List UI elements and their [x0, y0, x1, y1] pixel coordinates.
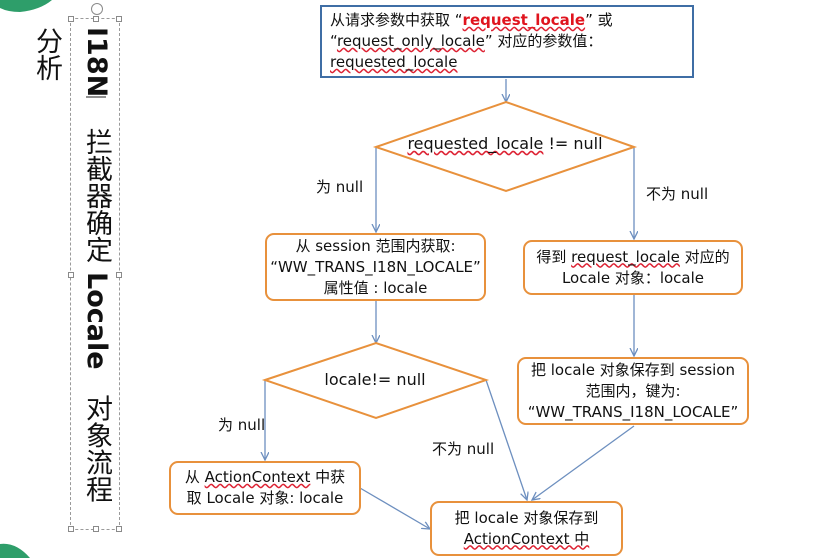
rotate-handle[interactable] [91, 3, 103, 15]
start-box: 从请求参数中获取 “request_locale” 或 “request_onl… [320, 5, 694, 78]
label-not-null-2: 不为 null [432, 440, 495, 458]
get-locale-box: 得到 request_locale 对应的 Locale 对象：locale [523, 240, 743, 295]
label-is-null-1: 为 null [316, 178, 364, 196]
title-separator [86, 96, 106, 98]
param-request-locale: request_locale [462, 11, 586, 29]
decision2-text: locale!= null [324, 370, 426, 389]
arrow-action-to-final [359, 487, 430, 529]
corner-decoration-top [0, 0, 52, 12]
title-part1: 拦截器确定 [81, 128, 112, 264]
action-context-lookup-box: 从 ActionContext 中获 取 Locale 对象: locale [169, 461, 361, 515]
title-i18n: I18N [81, 27, 112, 98]
title-locale: Locale [81, 272, 112, 370]
resize-handle[interactable] [68, 16, 74, 22]
resize-handle[interactable] [116, 16, 122, 22]
title-textbox[interactable]: I18N 拦截器确定 Locale 对象流程分析 [31, 3, 122, 532]
resize-handle[interactable] [116, 526, 122, 532]
resize-handle[interactable] [116, 272, 122, 278]
resize-handle[interactable] [93, 526, 99, 532]
session-lookup-box: 从 session 范围内获取: “WW_TRANS_I18N_LOCALE” … [265, 233, 486, 301]
resize-handle[interactable] [93, 16, 99, 22]
start-line1: 从请求参数中获取 “request_locale” 或 [330, 11, 613, 29]
save-session-box: 把 locale 对象保存到 session 范围内，键为: “WW_TRANS… [517, 357, 749, 425]
start-line3: requested_locale [330, 53, 458, 71]
resize-handle[interactable] [68, 526, 74, 532]
arrow-decision2-not-null [485, 379, 527, 500]
title-part2: 对象流程分析 [31, 27, 112, 503]
param-request-only-locale: request_only_locale [336, 32, 485, 50]
resize-handle[interactable] [68, 272, 74, 278]
decision-diamond-2 [261, 341, 490, 420]
arrow-save-session-to-final [532, 425, 635, 500]
corner-decoration-bottom [0, 543, 30, 558]
decision1-text: requested_locale != null [407, 134, 603, 153]
save-action-context-box: 把 locale 对象保存到 ActionContext 中 [430, 501, 623, 556]
decision-diamond-1 [372, 100, 638, 193]
start-line2: “request_only_locale” 对应的参数值： [330, 32, 603, 50]
label-is-null-2: 为 null [218, 416, 266, 434]
label-not-null-1: 不为 null [646, 185, 709, 203]
slide-title: I18N 拦截器确定 Locale 对象流程分析 [31, 27, 121, 529]
